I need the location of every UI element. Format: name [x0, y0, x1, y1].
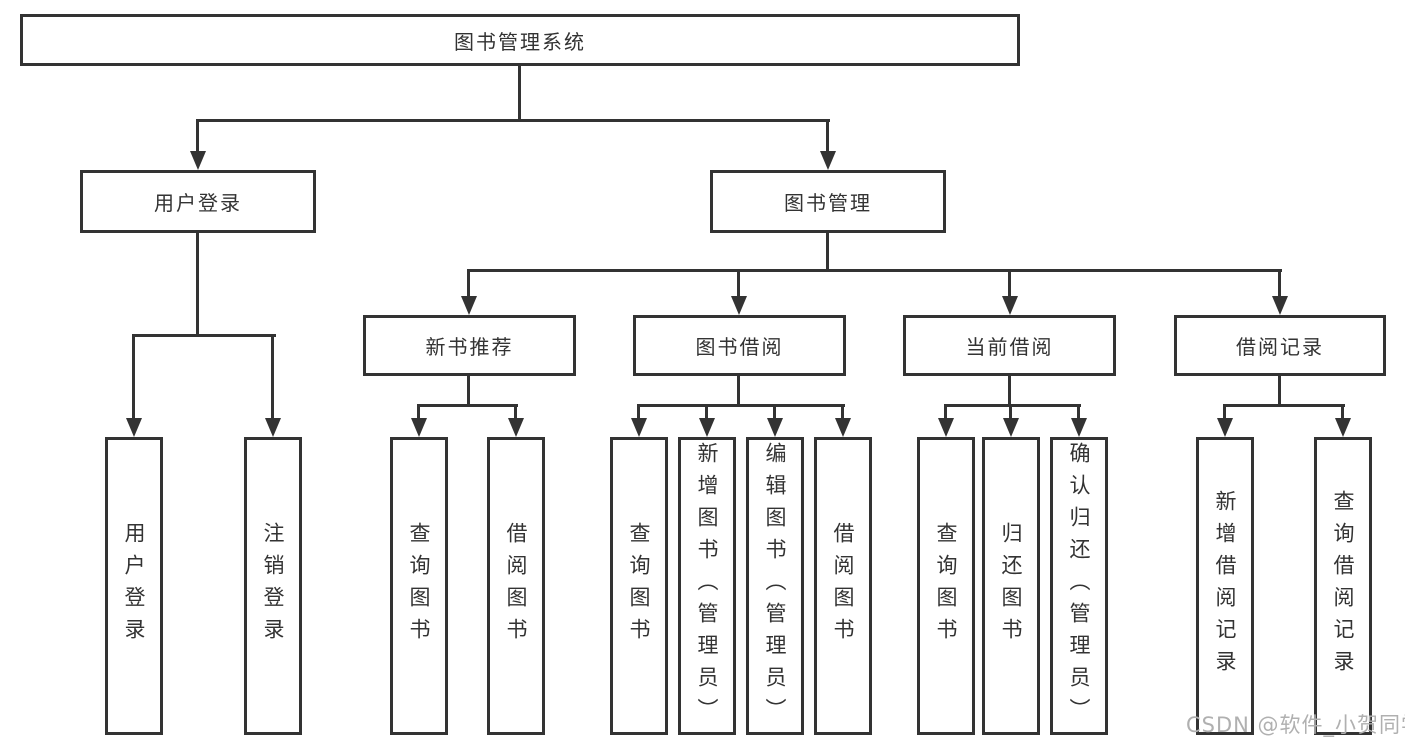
connector-drop-borrow-book-2	[841, 404, 844, 421]
connector-drop-add-record	[1223, 404, 1226, 421]
node-leaf-add-book-label: 新增图书（管理员）	[695, 442, 720, 730]
node-new-book-rec-label: 新书推荐	[425, 335, 514, 359]
node-user-login: 用户登录	[80, 170, 316, 233]
connector-drop-confirm-return	[1077, 404, 1080, 421]
node-leaf-add-book: 新增图书（管理员）	[678, 437, 736, 735]
node-leaf-query-book-1: 查询图书	[390, 437, 448, 735]
node-book-borrow: 图书借阅	[633, 315, 846, 376]
connector-current-borrow-rail	[944, 404, 1081, 407]
connector-borrow-records-stem	[1278, 376, 1281, 407]
arrowhead-add-record	[1217, 418, 1233, 437]
node-leaf-query-book-3-label: 查询图书	[934, 522, 959, 650]
node-leaf-borrow-book-1-label: 借阅图书	[504, 522, 529, 650]
connector-drop-book-borrow	[737, 269, 740, 300]
node-leaf-logout: 注销登录	[244, 437, 302, 735]
connector-level2-rail	[468, 269, 1282, 272]
node-leaf-query-book-3: 查询图书	[917, 437, 975, 735]
arrowhead-book-mgmt	[820, 151, 836, 170]
node-leaf-edit-book-label: 编辑图书（管理员）	[763, 442, 788, 730]
arrowhead-confirm-return	[1071, 418, 1087, 437]
node-new-book-rec: 新书推荐	[363, 315, 576, 376]
node-leaf-borrow-book-1: 借阅图书	[487, 437, 545, 735]
arrowhead-borrow-book-1	[508, 418, 524, 437]
node-leaf-query-record: 查询借阅记录	[1314, 437, 1372, 735]
node-book-mgmt-label: 图书管理	[784, 191, 872, 215]
arrowhead-borrow-book-2	[835, 418, 851, 437]
arrowhead-current-borrow	[1002, 296, 1018, 315]
arrowhead-query-book-2	[631, 418, 647, 437]
node-current-borrow: 当前借阅	[903, 315, 1116, 376]
connector-drop-user-login	[196, 119, 199, 155]
node-leaf-query-record-label: 查询借阅记录	[1331, 490, 1356, 682]
arrowhead-query-book-3	[938, 418, 954, 437]
node-user-login-label: 用户登录	[154, 191, 242, 215]
connector-new-book-rec-stem	[467, 376, 470, 407]
node-root-library-system: 图书管理系统	[20, 14, 1020, 66]
arrowhead-return-book	[1003, 418, 1019, 437]
arrowhead-edit-book	[767, 418, 783, 437]
connector-drop-book-mgmt	[826, 119, 829, 155]
node-leaf-confirm-return-label: 确认归还（管理员）	[1067, 442, 1092, 730]
node-root-label: 图书管理系统	[454, 29, 586, 54]
connector-level1-rail	[196, 119, 830, 122]
connector-user-login-rail	[132, 334, 276, 337]
arrowhead-borrow-records	[1272, 296, 1288, 315]
node-leaf-edit-book: 编辑图书（管理员）	[746, 437, 804, 735]
node-leaf-borrow-book-2: 借阅图书	[814, 437, 872, 735]
connector-new-book-rec-rail	[417, 404, 518, 407]
node-leaf-confirm-return: 确认归还（管理员）	[1050, 437, 1108, 735]
connector-user-login-stem	[196, 233, 199, 337]
node-leaf-return-book-label: 归还图书	[999, 522, 1024, 650]
connector-drop-new-book-rec	[467, 269, 470, 300]
connector-drop-query-book-2	[637, 404, 640, 421]
connector-drop-current-borrow	[1008, 269, 1011, 300]
csdn-watermark: CSDN @软件_小贺同学	[1186, 713, 1405, 737]
connector-book-mgmt-stem	[826, 233, 829, 272]
connector-book-borrow-stem	[737, 376, 740, 407]
node-book-borrow-label: 图书借阅	[695, 335, 784, 359]
connector-borrow-records-rail	[1223, 404, 1345, 407]
connector-drop-edit-book	[773, 404, 776, 421]
arrowhead-new-book-rec	[461, 296, 477, 315]
connector-drop-add-book	[705, 404, 708, 421]
node-leaf-add-record-label: 新增借阅记录	[1213, 490, 1238, 682]
connector-drop-leaf-user-login	[132, 334, 135, 422]
arrowhead-query-book-1	[411, 418, 427, 437]
arrowhead-leaf-logout	[265, 418, 281, 437]
node-leaf-user-login-label: 用户登录	[122, 522, 147, 650]
node-borrow-records-label: 借阅记录	[1236, 335, 1324, 359]
node-borrow-records: 借阅记录	[1174, 315, 1386, 376]
node-leaf-query-book-1-label: 查询图书	[407, 522, 432, 650]
connector-drop-query-book-1	[417, 404, 420, 421]
node-leaf-add-record: 新增借阅记录	[1196, 437, 1254, 735]
node-leaf-return-book: 归还图书	[982, 437, 1040, 735]
arrowhead-add-book	[699, 418, 715, 437]
connector-drop-borrow-book-1	[514, 404, 517, 421]
arrowhead-leaf-user-login	[126, 418, 142, 437]
node-leaf-query-book-2-label: 查询图书	[627, 522, 652, 650]
arrowhead-book-borrow	[731, 296, 747, 315]
connector-drop-query-book-3	[944, 404, 947, 421]
connector-root-stem	[518, 66, 521, 122]
node-leaf-query-book-2: 查询图书	[610, 437, 668, 735]
node-current-borrow-label: 当前借阅	[965, 335, 1054, 359]
connector-drop-return-book	[1009, 404, 1012, 421]
node-leaf-borrow-book-2-label: 借阅图书	[831, 522, 856, 650]
connector-drop-leaf-logout	[271, 334, 274, 422]
node-book-mgmt: 图书管理	[710, 170, 946, 233]
connector-drop-query-record	[1341, 404, 1344, 421]
connector-current-borrow-stem	[1008, 376, 1011, 407]
arrowhead-query-record	[1335, 418, 1351, 437]
connector-book-borrow-rail	[637, 404, 845, 407]
node-leaf-logout-label: 注销登录	[261, 522, 286, 650]
connector-drop-borrow-records	[1278, 269, 1281, 300]
node-leaf-user-login: 用户登录	[105, 437, 163, 735]
arrowhead-user-login	[190, 151, 206, 170]
